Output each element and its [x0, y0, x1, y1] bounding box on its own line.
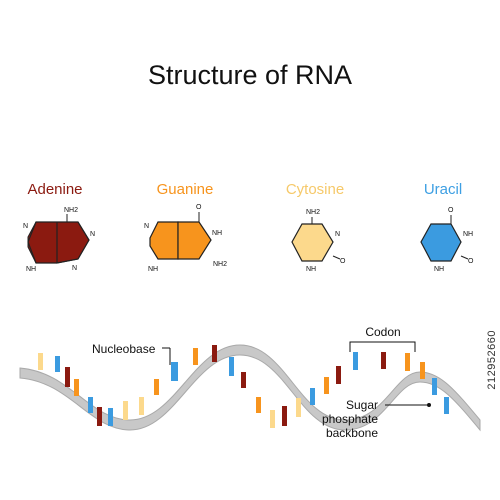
- sugar-phosphate-backbone: [19, 344, 481, 432]
- adenine-nh: NH: [26, 266, 36, 273]
- nucleobase-label: Nucleobase: [92, 342, 156, 356]
- guanine-nh-ring: NH: [212, 230, 222, 237]
- nucleotide-peg: [324, 377, 329, 394]
- nucleotide-peg: [108, 408, 113, 426]
- guanine-o: O: [196, 204, 202, 211]
- cytosine-structure: NH2 N NH O: [291, 209, 346, 273]
- nucleotide-peg: [353, 352, 358, 370]
- backbone-callout: Sugar phosphate backbone: [322, 398, 431, 440]
- nucleotide-peg: [241, 372, 246, 388]
- uracil-nh: NH: [463, 231, 473, 238]
- nucleotide-peg: [139, 397, 144, 415]
- nucleotide-peg: [310, 388, 315, 405]
- adenine-n-right-top: N: [90, 231, 95, 238]
- nucleotide-peg: [97, 407, 102, 426]
- nucleotide-peg: [74, 379, 79, 396]
- guanine-nh: NH: [148, 266, 158, 273]
- cytosine-nh: NH: [306, 266, 316, 273]
- backbone-label-line2: phosphate: [322, 412, 378, 426]
- nucleotide-peg: [336, 366, 341, 384]
- nucleotide-peg: [432, 378, 437, 395]
- nucleotide-peg: [171, 362, 178, 381]
- uracil-label: Uracil: [424, 181, 462, 198]
- adenine-nh2: NH2: [64, 207, 78, 214]
- nucleotide-peg: [123, 401, 128, 420]
- guanine-structure: O NH N NH2 NH: [144, 204, 227, 273]
- cytosine-n: N: [335, 231, 340, 238]
- backbone-label-line1: Sugar: [346, 398, 378, 412]
- adenine-structure: NH2 N N N NH: [23, 207, 95, 273]
- uracil-o-top: O: [448, 207, 454, 214]
- nucleotide-peg: [38, 353, 43, 370]
- nucleotide-peg: [381, 352, 386, 369]
- adenine-label: Adenine: [27, 181, 82, 198]
- adenine-n-bottom: N: [72, 265, 77, 272]
- guanine-label: Guanine: [157, 181, 214, 198]
- nucleotide-peg: [212, 345, 217, 362]
- nucleotide-peg: [256, 397, 261, 413]
- nucleotide-peg: [229, 357, 234, 376]
- nucleotide-peg: [154, 379, 159, 395]
- cytosine-nh2: NH2: [306, 209, 320, 216]
- adenine-n-left: N: [23, 223, 28, 230]
- nucleotide-peg: [444, 397, 449, 414]
- nucleobase-callout: Nucleobase: [92, 342, 171, 365]
- nucleotide-peg: [282, 406, 287, 426]
- nucleotide-peg: [65, 367, 70, 387]
- uracil-nh-bottom: NH: [434, 266, 444, 273]
- cytosine-label: Cytosine: [286, 181, 344, 198]
- backbone-label-line3: backbone: [326, 426, 378, 440]
- stock-id: 212952660: [486, 330, 498, 390]
- nucleotide-peg: [55, 356, 60, 372]
- codon-label: Codon: [365, 325, 400, 339]
- nucleotide-peg: [296, 398, 301, 417]
- cytosine-o: O: [340, 258, 346, 265]
- nucleotide-peg: [193, 348, 198, 365]
- guanine-n: N: [144, 223, 149, 230]
- nucleotide-peg: [270, 410, 275, 428]
- codon-callout: Codon: [349, 325, 416, 352]
- uracil-structure: O NH NH O: [420, 207, 474, 273]
- nucleotide-peg: [405, 353, 410, 371]
- nucleotide-peg: [88, 397, 93, 413]
- uracil-o: O: [468, 258, 474, 265]
- rna-strand: [19, 344, 481, 432]
- nucleotide-peg: [420, 362, 425, 379]
- guanine-nh2: NH2: [213, 261, 227, 268]
- page-title: Structure of RNA: [148, 60, 352, 90]
